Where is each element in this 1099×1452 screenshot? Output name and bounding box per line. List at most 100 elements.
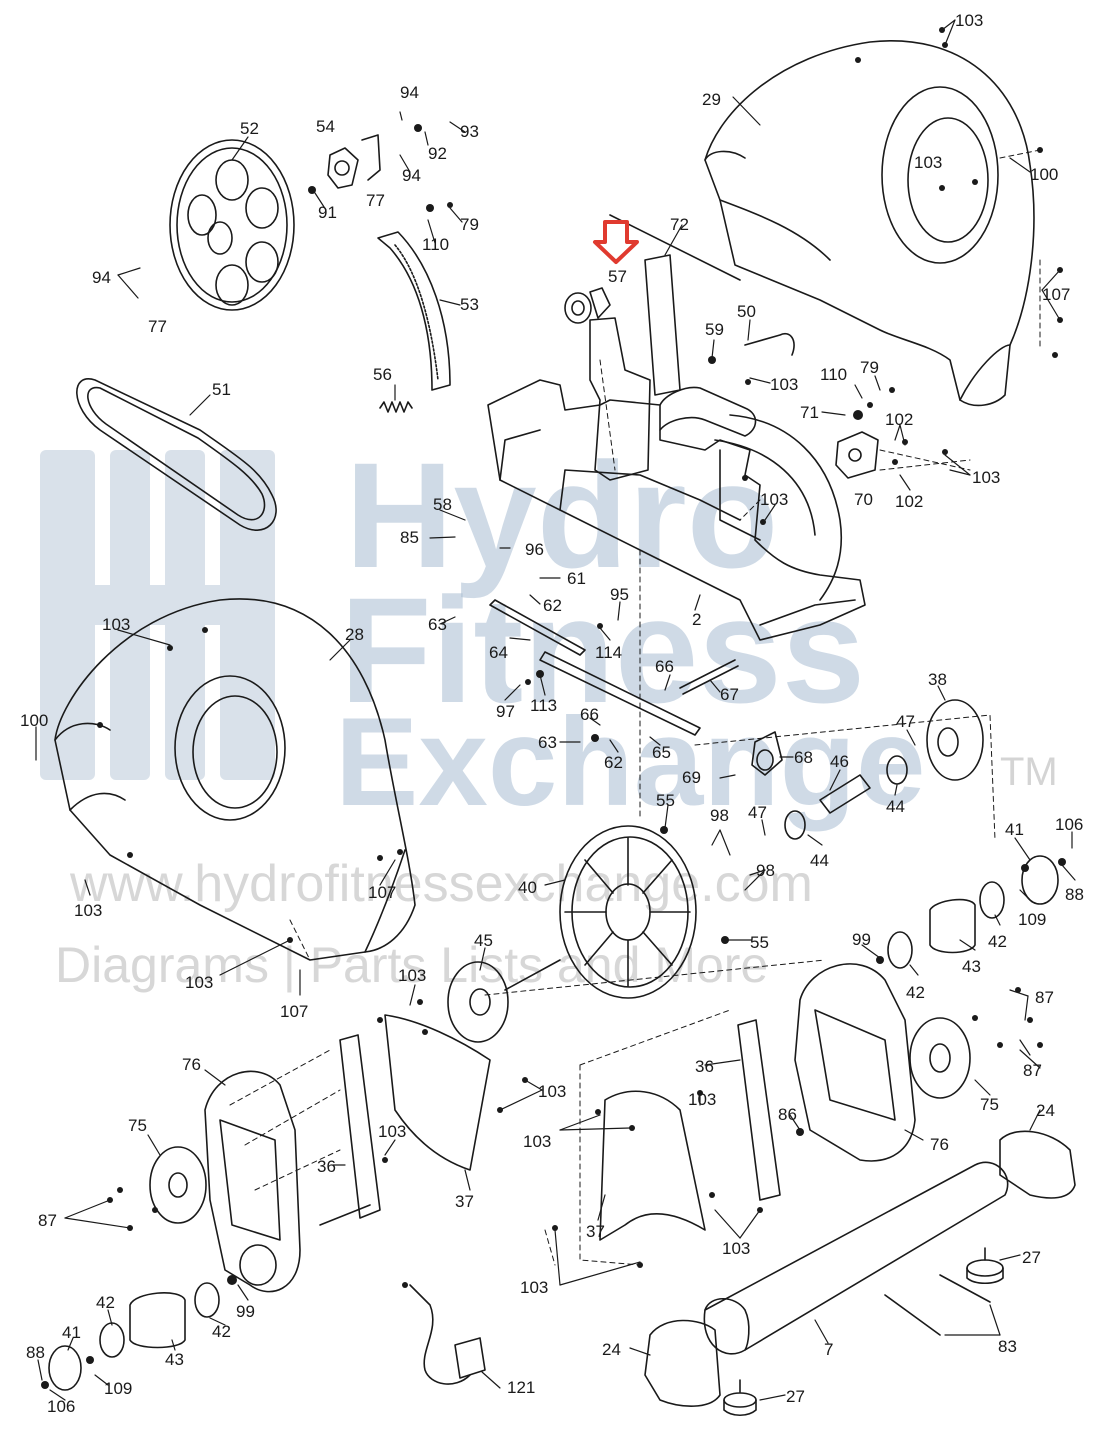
callout-57: 57: [608, 267, 627, 286]
part-121-power-adapter: [409, 1284, 486, 1385]
callout-109a: 109: [1018, 910, 1046, 929]
callout-41b: 41: [62, 1323, 81, 1342]
callout-103k: 103: [378, 1122, 406, 1141]
callout-106a: 106: [1055, 815, 1083, 834]
part-72-rod: [609, 214, 741, 281]
part-41-disc-right: [1021, 855, 1059, 905]
part-36-arm-right: [737, 1019, 781, 1201]
part-45-flange: [447, 959, 561, 1043]
callout-95: 95: [610, 585, 629, 604]
part-51-belt: [76, 378, 277, 531]
callout-103h: 103: [398, 966, 426, 985]
callout-88b: 88: [26, 1343, 45, 1362]
callout-103b: 103: [914, 153, 942, 172]
callout-107c: 107: [280, 1002, 308, 1021]
callout-98a: 98: [710, 806, 729, 825]
part-42-bearing-left-upper: [194, 1282, 220, 1318]
callout-75b: 75: [980, 1095, 999, 1114]
watermark-brand-line2: Fitness: [340, 566, 866, 734]
part-75-sprocket-left: [149, 1146, 207, 1224]
callout-41a: 41: [1005, 820, 1024, 839]
callout-36b: 36: [317, 1157, 336, 1176]
callout-114: 114: [595, 643, 622, 662]
callout-46: 46: [830, 752, 849, 771]
callout-106b: 106: [47, 1397, 75, 1416]
callout-66b: 66: [580, 705, 599, 724]
callout-43a: 43: [962, 957, 981, 976]
watermark-tagline: Diagrams | Parts Lists and More: [55, 937, 769, 993]
callout-98b: 98: [756, 861, 775, 880]
callout-70: 70: [854, 490, 873, 509]
callout-100b: 100: [20, 711, 48, 730]
part-64-link: [489, 599, 586, 656]
highlight-arrow-icon: [593, 220, 639, 264]
part-38-flange: [926, 699, 984, 781]
callout-36a: 36: [695, 1057, 714, 1076]
callout-42c: 42: [212, 1322, 231, 1341]
part-27-foot-right: [966, 1247, 1004, 1285]
callout-2: 2: [692, 610, 701, 629]
callout-42b: 42: [906, 983, 925, 1002]
callout-113: 113: [530, 696, 557, 715]
part-24-endcap-right: [999, 1130, 1076, 1199]
callout-110a: 110: [422, 235, 449, 254]
callout-76a: 76: [182, 1055, 201, 1074]
callout-96: 96: [525, 540, 544, 559]
watermark-brand-line1: Hydro: [345, 431, 779, 599]
callout-40: 40: [518, 878, 537, 897]
callout-61: 61: [567, 569, 586, 588]
callout-103f: 103: [102, 615, 130, 634]
callout-75a: 75: [128, 1116, 147, 1135]
callout-24a: 24: [1036, 1101, 1055, 1120]
callout-88a: 88: [1065, 885, 1084, 904]
callout-107b: 107: [368, 883, 396, 902]
callout-103j: 103: [538, 1082, 566, 1101]
part-43-drum-left: [129, 1292, 186, 1349]
callout-97: 97: [496, 702, 515, 721]
callout-102b: 102: [895, 492, 923, 511]
watermark-brand-line3: Exchange: [335, 693, 926, 832]
callout-72: 72: [670, 215, 689, 234]
callout-55b: 55: [750, 933, 769, 952]
callout-42a: 42: [988, 932, 1007, 951]
callout-92: 92: [428, 144, 447, 163]
part-70-bracket: [835, 431, 879, 479]
callout-63b: 63: [538, 733, 557, 752]
part-57-idler-assembly: [564, 287, 611, 324]
part-42-bearing-right-upper: [979, 881, 1005, 919]
part-36-arm-left: [319, 1034, 381, 1226]
callout-24b: 24: [602, 1340, 621, 1359]
callout-59: 59: [705, 320, 724, 339]
callout-62b: 62: [604, 753, 623, 772]
callout-66a: 66: [655, 657, 674, 676]
callout-109b: 109: [104, 1379, 132, 1398]
callout-62a: 62: [543, 596, 562, 615]
callout-53: 53: [460, 295, 479, 314]
part-37-cover-right: [599, 1090, 706, 1241]
part-65-link: [539, 651, 701, 736]
callout-91: 91: [318, 203, 337, 222]
part-40-flywheel: [559, 825, 697, 999]
callout-94b: 94: [402, 166, 421, 185]
callout-51: 51: [212, 380, 231, 399]
part-46-sleeve: [819, 774, 871, 814]
part-53-brake-arm: [377, 231, 451, 391]
callout-103d: 103: [972, 468, 1000, 487]
callout-67: 67: [720, 685, 739, 704]
part-68-hub: [751, 731, 783, 776]
callout-37b: 37: [586, 1222, 605, 1241]
callout-99a: 99: [852, 930, 871, 949]
callout-103a: 103: [955, 11, 983, 30]
fasteners: [41, 27, 1066, 1389]
callout-43b: 43: [165, 1350, 184, 1369]
part-37-cover-left: [384, 1014, 491, 1171]
callout-64: 64: [489, 643, 508, 662]
assembly-guide-lines: [229, 149, 1041, 1266]
callout-63a: 63: [428, 615, 447, 634]
callout-28: 28: [345, 625, 364, 644]
part-7-base-tube: [703, 1161, 1009, 1355]
callout-77b: 77: [148, 317, 167, 336]
callout-93: 93: [460, 122, 479, 141]
callout-79a: 79: [460, 215, 479, 234]
